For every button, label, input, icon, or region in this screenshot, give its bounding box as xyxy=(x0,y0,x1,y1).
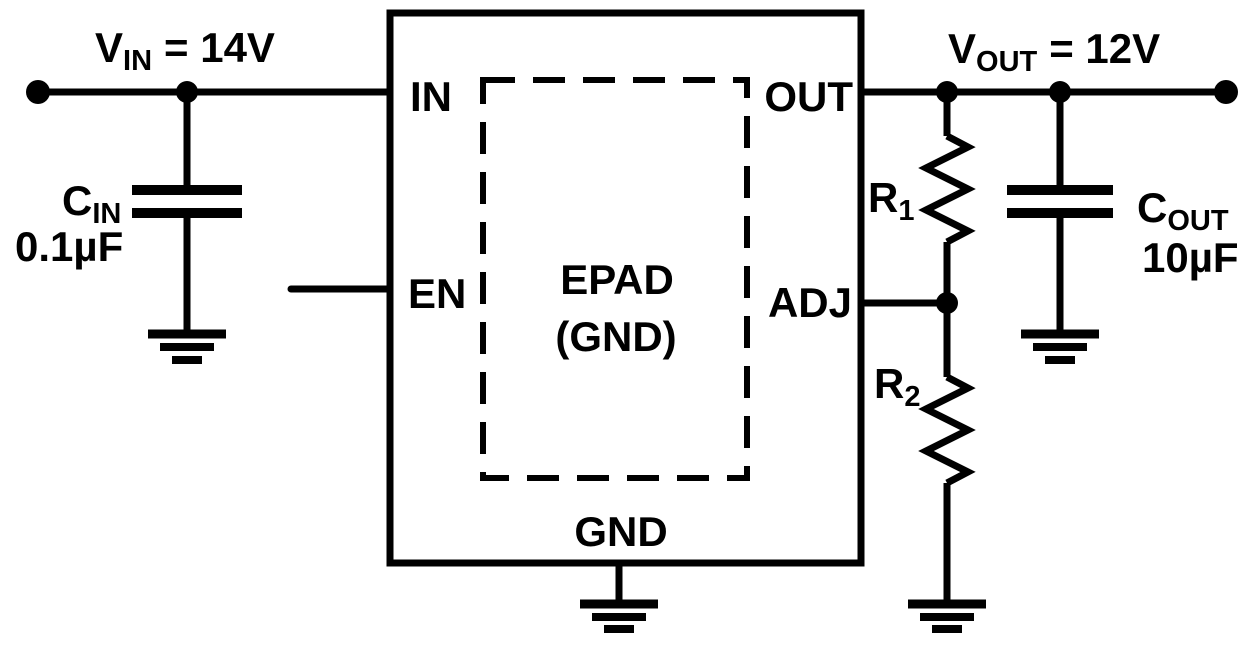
r1-zigzag xyxy=(918,132,976,246)
epad-outline xyxy=(480,77,750,481)
ground-symbol-ic xyxy=(580,599,658,633)
pin-label-gnd: GND xyxy=(574,508,667,555)
pin-label-in: IN xyxy=(410,73,452,120)
vout-label: VOUT= 12V xyxy=(948,25,1160,78)
epad-label-line2: (GND) xyxy=(555,313,676,360)
output-terminal-dot xyxy=(1214,80,1238,104)
r1-label: R1 xyxy=(868,174,914,227)
cout-name-label: COUT xyxy=(1137,184,1229,237)
output-rail xyxy=(861,80,1238,104)
cin-name-label: CIN xyxy=(62,177,121,230)
input-terminal-dot xyxy=(26,80,50,104)
r1-resistor xyxy=(918,92,976,303)
vin-label: VIN= 14V xyxy=(95,24,275,77)
pin-label-out: OUT xyxy=(764,73,853,120)
ic-outline xyxy=(386,9,865,567)
cout-capacitor xyxy=(1007,92,1113,364)
ground-symbol-cin xyxy=(148,329,226,364)
adj-node xyxy=(861,292,958,314)
ground-symbol-cout xyxy=(1021,329,1099,364)
ic-body xyxy=(386,9,865,633)
r2-resistor xyxy=(908,303,986,633)
input-rail xyxy=(26,80,390,104)
pin-label-adj: ADJ xyxy=(768,279,852,326)
pin-label-en: EN xyxy=(408,270,466,317)
cin-capacitor xyxy=(132,92,242,364)
cin-value-label: 0.1µF xyxy=(15,223,123,270)
r2-zigzag xyxy=(918,373,976,487)
cout-value-label: 10µF xyxy=(1142,234,1239,281)
epad-label-line1: EPAD xyxy=(560,256,674,303)
ground-symbol-r2 xyxy=(908,599,986,633)
r2-label: R2 xyxy=(874,360,920,413)
